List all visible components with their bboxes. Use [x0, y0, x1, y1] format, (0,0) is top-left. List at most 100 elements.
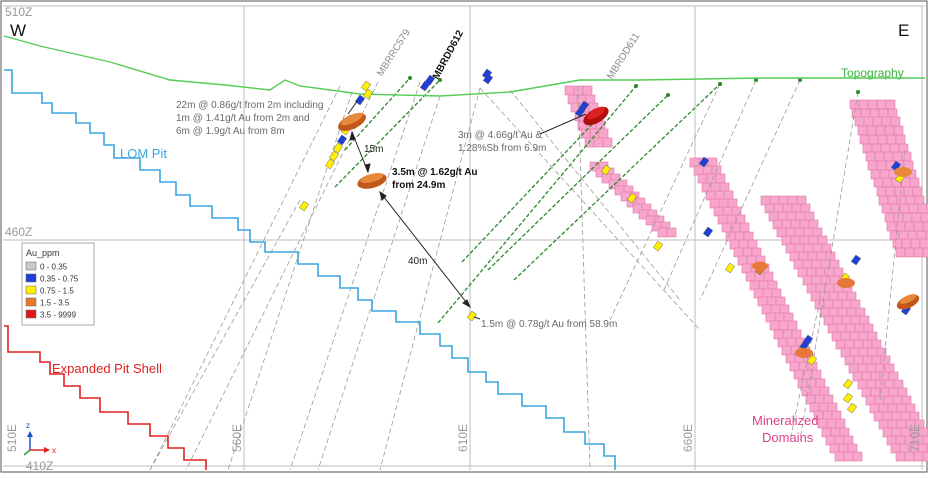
mineral-cell-224 [841, 299, 852, 310]
collar-extra-0 [718, 82, 722, 86]
mineral-cell-96 [757, 296, 768, 307]
expanded-pit-label: Expanded Pit Shell [52, 361, 162, 376]
mineral-cell-292 [882, 411, 893, 422]
mineral-cell-239 [854, 323, 865, 334]
assay-sample-26 [806, 354, 818, 366]
drill-trace-11 [799, 91, 859, 441]
legend-label-0: 0 - 0.35 [40, 263, 68, 272]
mineral-cell-179 [803, 227, 814, 238]
mineral-cell-338 [875, 125, 886, 136]
axis-triad: z x [23, 421, 56, 456]
legend-swatch-4 [25, 309, 37, 319]
mineral-cell-145 [830, 427, 841, 438]
drill-trace-12 [879, 149, 906, 401]
mineral-cell-237 [836, 323, 847, 334]
mineral-cell-226 [819, 307, 830, 318]
mineral-cell-229 [846, 307, 857, 318]
annotation-a1-line2: 1m @ 1.41g/t Au from 2m and [176, 113, 310, 124]
mineral-cell-77 [747, 239, 758, 250]
easting-label-510: 510E [5, 424, 19, 452]
mineral-cell-241 [831, 331, 842, 342]
mineral-cell-146 [839, 427, 850, 438]
leader-a3 [539, 113, 587, 135]
mineral-cell-382 [890, 203, 901, 214]
mineral-cell-195 [825, 251, 836, 262]
mineral-cell-172 [781, 219, 792, 230]
mineral-cell-356 [867, 160, 878, 171]
mineral-cell-185 [817, 235, 828, 246]
mineral-cell-70 [730, 222, 741, 233]
mineral-cell-148 [834, 435, 845, 446]
mineral-cell-294 [900, 411, 911, 422]
mineral-cell-184 [808, 235, 819, 246]
mineral-cell-374 [903, 186, 914, 197]
mineral-cell-399 [916, 230, 927, 241]
mineral-cell-143 [835, 418, 846, 429]
mineral-cell-316 [895, 451, 906, 462]
legend-label-2: 0.75 - 1.5 [40, 287, 74, 296]
mineral-cell-166 [768, 211, 779, 222]
mineral-cell-133 [814, 394, 825, 405]
mineral-cell-343 [877, 134, 888, 145]
mineral-cell-15 [580, 128, 591, 139]
mineral-cell-276 [861, 387, 872, 398]
mineral-cell-59 [723, 190, 734, 201]
legend-swatch-2 [25, 285, 37, 295]
mineral-cell-123 [793, 369, 804, 380]
drill-trace-2 [289, 81, 421, 471]
mineral-cell-345 [895, 134, 906, 145]
mineral-cell-54 [701, 182, 712, 193]
drill-trace-9 [663, 79, 757, 291]
mineral-cell-188 [803, 243, 814, 254]
mineral-cell-142 [826, 418, 837, 429]
annotation-a4: 1.5m @ 0.78g/t Au from 58.9m [481, 319, 617, 330]
mineral-cell-355 [901, 151, 912, 162]
mineral-cell-141 [817, 418, 828, 429]
collar-extra-3 [856, 90, 860, 94]
mineral-cell-269 [879, 371, 890, 382]
mineral-cell-258 [862, 355, 873, 366]
mineral-cell-236 [827, 323, 838, 334]
mineral-cell-147 [825, 435, 836, 446]
mineral-cell-45 [689, 157, 700, 168]
mineral-cell-318 [913, 451, 924, 462]
annotation-a3-line2: 1.28%Sb from 6.9m [458, 143, 546, 154]
mineral-cell-333 [872, 116, 883, 127]
mineral-cell-386 [884, 212, 895, 223]
mineral-cell-150 [829, 443, 840, 454]
assay-sample-13 [482, 73, 494, 85]
legend: Au_ppm 0 - 0.350.35 - 0.750.75 - 1.51.5 … [21, 242, 95, 326]
mineral-cell-205 [833, 267, 844, 278]
mineral-cell-373 [894, 186, 905, 197]
easting-label-710: 710E [908, 424, 922, 452]
mineral-cell-357 [876, 160, 887, 171]
mineral-cell-372 [885, 186, 896, 197]
mineral-cell-245 [867, 331, 878, 342]
mineral-cell-385 [917, 203, 928, 214]
mineral-cell-174 [799, 219, 810, 230]
mineral-cell-243 [849, 331, 860, 342]
mineral-cell-306 [886, 435, 897, 446]
east-label: E [898, 21, 909, 40]
mineral-cell-104 [783, 312, 794, 323]
mineral-cell-383 [899, 203, 910, 214]
mineralized-domains [564, 85, 928, 462]
assay-sample-31 [846, 402, 858, 414]
drill-trace-16 [344, 77, 411, 151]
mineral-cell-114 [781, 345, 792, 356]
mineral-cell-346 [862, 143, 873, 154]
mineral-cell-73 [734, 231, 745, 242]
mineral-cell-100 [770, 304, 781, 315]
mineral-cell-289 [896, 403, 907, 414]
mineral-cell-63 [713, 206, 724, 217]
mineral-cell-203 [815, 267, 826, 278]
mineral-cell-177 [785, 227, 796, 238]
mineral-cell-407 [904, 247, 915, 258]
mineral-cell-261 [848, 363, 859, 374]
mineral-cell-271 [857, 379, 868, 390]
mineral-cell-101 [779, 304, 790, 315]
mineral-cell-354 [892, 151, 903, 162]
assay-sample-17 [626, 192, 638, 204]
mineral-cell-296 [878, 419, 889, 430]
mineral-cell-378 [896, 195, 907, 206]
